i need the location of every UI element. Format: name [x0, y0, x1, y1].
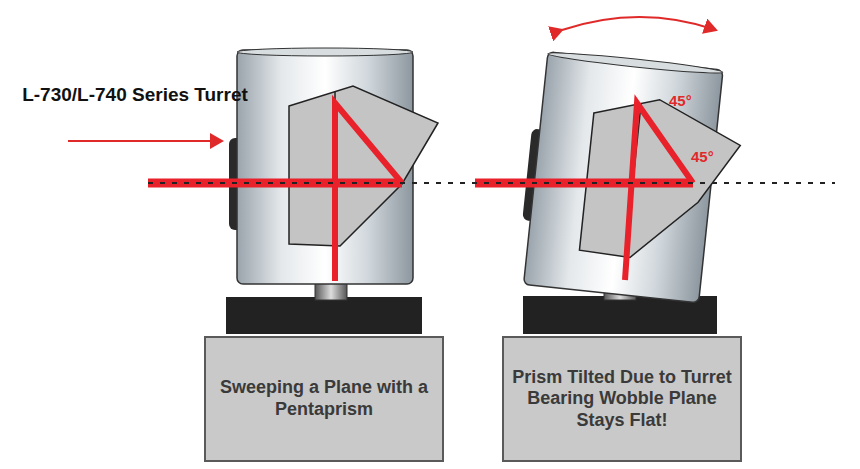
left-turret: [226, 48, 438, 334]
pointer-arrow: [68, 140, 222, 142]
wobble-arrow: [562, 17, 716, 30]
angle-label: 45°: [669, 92, 709, 109]
laser-beams: [148, 103, 693, 281]
angle-label: 45°: [691, 148, 731, 165]
caption-box: Prism Tilted Due to Turret Bearing Wobbl…: [502, 336, 742, 462]
part-label: L-730/L-740 Series Turret: [22, 84, 248, 106]
right-turret: [516, 49, 749, 306]
caption-text: Prism Tilted Due to Turret Bearing Wobbl…: [504, 367, 740, 432]
plane-line: [148, 182, 835, 184]
caption-text: Sweeping a Plane with a Pentaprism: [206, 377, 442, 420]
caption-box: Sweeping a Plane with a Pentaprism: [204, 336, 444, 462]
